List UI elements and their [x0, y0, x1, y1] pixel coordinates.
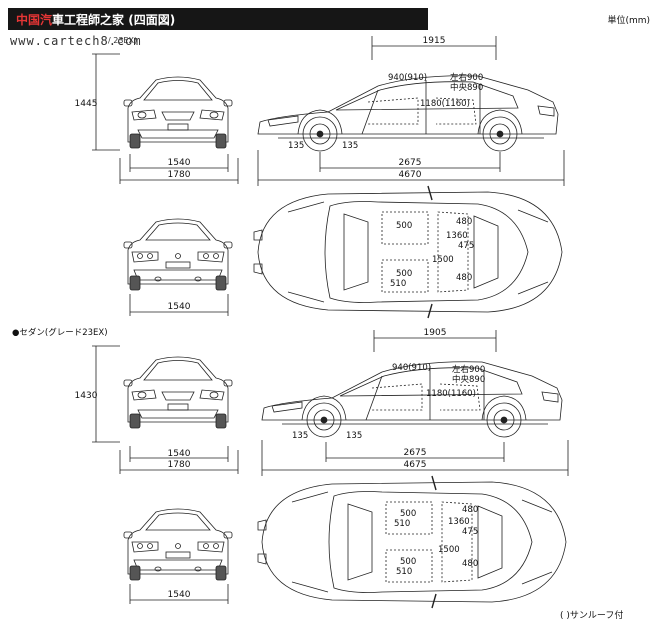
section1-wheelbase-label: 2675: [399, 158, 422, 168]
section2-rear-overhang-label: 135: [346, 431, 362, 441]
section1-top-500b: 500: [396, 269, 412, 279]
header-title: 中国汽車工程師之家 (四面図): [16, 11, 175, 28]
section2-top-500a: 500: [400, 509, 416, 519]
section2-seat-height-label: 1180(1160): [426, 389, 476, 399]
section2-top-475: 475: [462, 527, 478, 537]
section1-seat-height-label: 1180(1160): [420, 99, 470, 109]
section1-height-label: 1445: [75, 99, 98, 109]
section1-rear-track-dim: [129, 294, 229, 316]
section1-length-dims: [257, 150, 565, 186]
section2-length-label: 4675: [404, 460, 427, 470]
section1-headroom-rear-lr-label: 左右900: [450, 72, 483, 83]
section2-top-500b: 500: [400, 557, 416, 567]
section2-headroom-rear-lr-label: 左右900: [452, 364, 485, 375]
section2-side-view: [261, 361, 563, 438]
section2-top-480a: 480: [462, 505, 478, 515]
section1-top-480a: 480: [456, 217, 472, 227]
section2-headroom-rear-center-label: 中央890: [452, 374, 485, 385]
section2-top-510a: 510: [394, 519, 410, 529]
section2-length-dims: [261, 440, 569, 476]
section1-front-track-label: 1540: [168, 158, 191, 168]
section1-top-480b: 480: [456, 273, 472, 283]
section1-track-dim: [119, 154, 239, 184]
section2-height-dim: [92, 345, 120, 443]
section2-front-overhang-label: 135: [292, 431, 308, 441]
section1-cabin-length-dim: [371, 36, 497, 60]
section2-rear-view: [123, 508, 233, 581]
section2-rear-track-label: 1540: [168, 590, 191, 600]
section1-subtitle: / 23EX): [108, 36, 138, 45]
section2-top-510b: 510: [396, 567, 412, 577]
section2-height-label: 1430: [75, 391, 98, 401]
section1-height-dim: [92, 53, 120, 151]
section1-headroom-front-label: 940(910): [388, 73, 427, 83]
watermark: www.cartech8.com: [10, 34, 142, 48]
section2-wheelbase-label: 2675: [404, 448, 427, 458]
section1-front-view: [123, 76, 233, 149]
section1-top-1500: 1500: [432, 255, 454, 265]
section1-headroom-rear-center-label: 中央890: [450, 82, 483, 93]
section2-front-view: [123, 356, 233, 429]
section1-rear-overhang-label: 135: [342, 141, 358, 151]
section1-top-500a: 500: [396, 221, 412, 231]
header-title-rest: 車工程師之家: [52, 13, 125, 27]
section2-top-view: [257, 475, 567, 609]
unit-label: 単位(mm): [607, 16, 650, 26]
section2-rear-track-dim: [129, 584, 229, 604]
section2-top-1500: 1500: [438, 545, 460, 555]
footnote: ( )サンルーフ付: [560, 611, 624, 621]
section2-front-track-label: 1540: [168, 449, 191, 459]
section2-track-dim: [119, 446, 239, 474]
section1-side-view: [257, 75, 559, 152]
section2-label: ●セダン(グレード23EX): [12, 328, 108, 338]
section1-cabin-length-label: 1915: [423, 36, 446, 46]
section2-top-1360: 1360: [448, 517, 470, 527]
section2-front-width-label: 1780: [168, 460, 191, 470]
section1-rear-view: [123, 218, 233, 291]
section1-length-label: 4670: [399, 170, 422, 180]
header: 中国汽車工程師之家 (四面図) 単位(mm): [8, 8, 656, 30]
section1-front-overhang-label: 135: [288, 141, 304, 151]
section1-top-475: 475: [458, 241, 474, 251]
header-title-brand: 中国汽: [16, 13, 53, 27]
section1-top-510: 510: [390, 279, 406, 289]
header-title-view: (四面図): [128, 13, 176, 27]
section1-top-1360: 1360: [446, 231, 468, 241]
section2-headroom-front-label: 940(910): [392, 363, 431, 373]
section1-top-view: [253, 185, 563, 319]
section2-top-480b: 480: [462, 559, 478, 569]
section1-rear-track-label: 1540: [168, 302, 191, 312]
section2-cabin-length-dim: [373, 330, 497, 352]
section2-cabin-length-label: 1905: [424, 328, 447, 338]
header-bar: 中国汽車工程師之家 (四面図): [8, 8, 428, 30]
section1-front-width-label: 1780: [168, 170, 191, 180]
